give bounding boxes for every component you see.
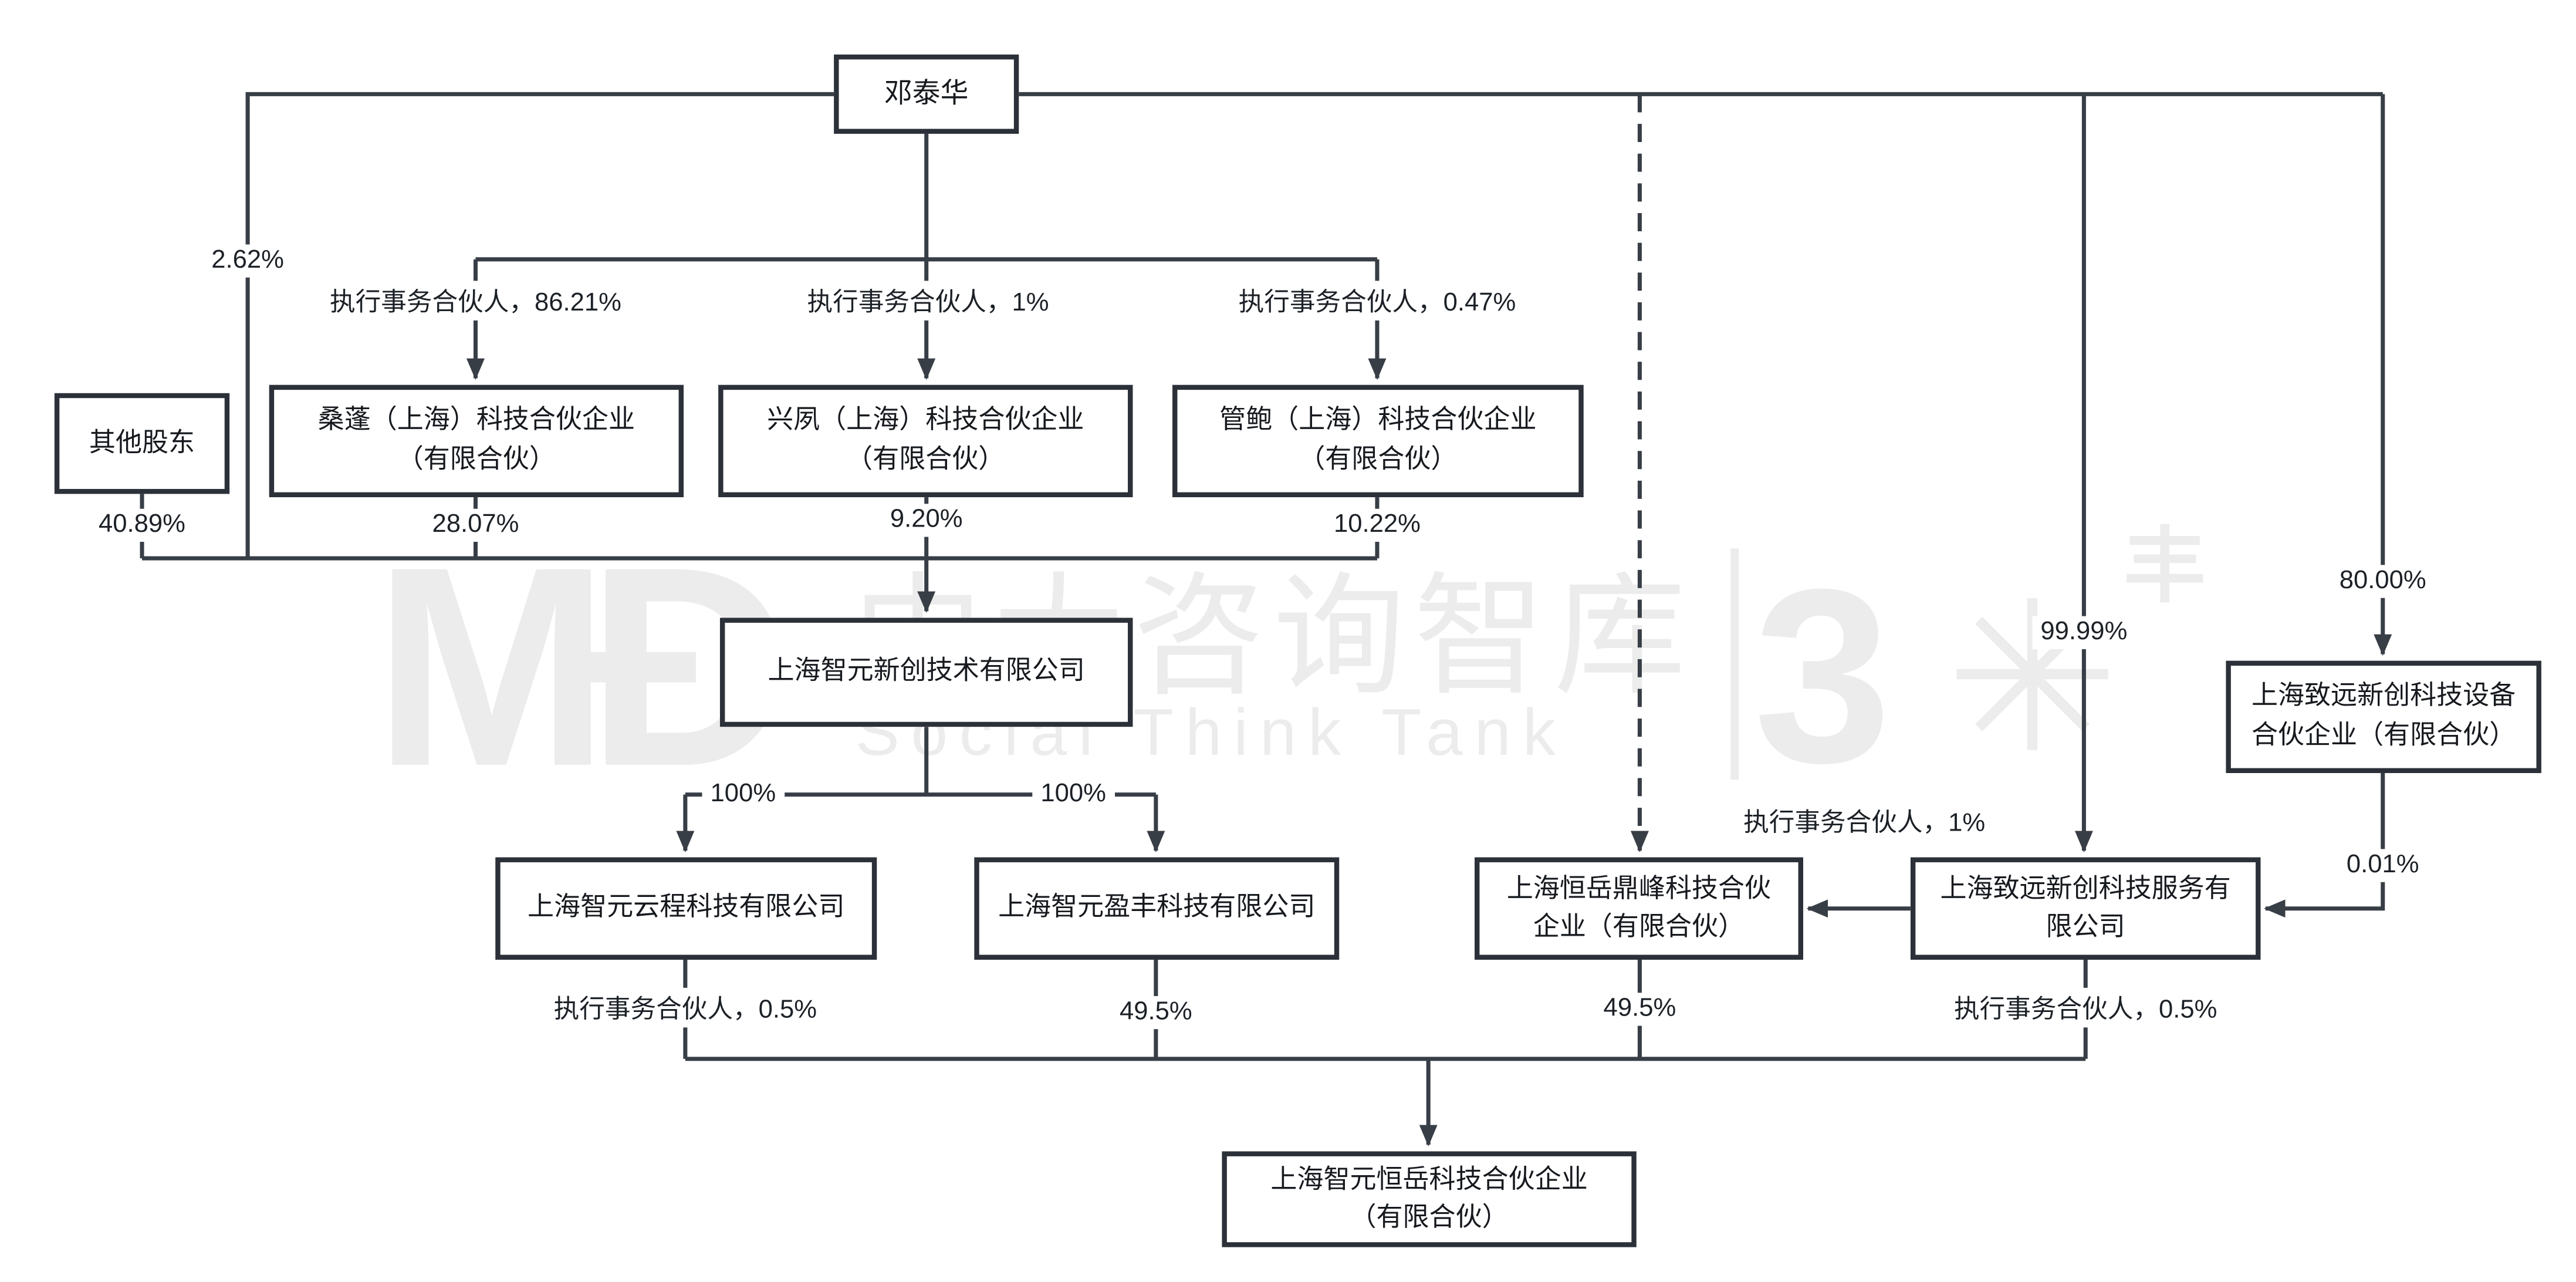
node-zhiyuan-yuncheng-label: 上海智元云程科技有限公司: [528, 893, 845, 922]
node-dengtaihua-label: 邓泰华: [884, 77, 969, 110]
node-sangpeng: 桑蓬（上海）科技合伙企业 （有限合伙）: [269, 384, 684, 498]
node-zhiyuan-xinchuang-equipment: 上海致远新创科技设备 合伙企业（有限合伙）: [2226, 660, 2541, 773]
node-other-shareholders-label: 其他股东: [89, 429, 195, 457]
label-gp-1-top: 执行事务合伙人，1%: [799, 281, 1057, 320]
node-zhiyuan-hengyue-line2: （有限合伙）: [1350, 1204, 1509, 1233]
node-guanbao-line2: （有限合伙）: [1299, 446, 1458, 474]
label-pct-100-right: 100%: [1032, 778, 1115, 811]
label-pct-2-62: 2.62%: [203, 244, 293, 278]
label-gp-0-5-left: 执行事务合伙人，0.5%: [545, 987, 826, 1028]
node-zhiyuan-xinchuang-service-line1: 上海致远新创科技服务有: [1940, 875, 2231, 903]
node-zhiyuan-xinchuang-service-line2: 限公司: [2046, 913, 2125, 942]
label-pct-49-5-right: 49.5%: [1595, 993, 1685, 1026]
node-xingsu-line2: （有限合伙）: [846, 446, 1005, 474]
node-dengtaihua: 邓泰华: [834, 54, 1019, 134]
label-pct-0-01: 0.01%: [2338, 849, 2428, 882]
label-gp-0-5-right: 执行事务合伙人，0.5%: [1945, 987, 2226, 1028]
node-xingsu: 兴夙（上海）科技合伙企业 （有限合伙）: [718, 384, 1133, 498]
label-gp-1-mid: 执行事务合伙人，1%: [1735, 801, 1994, 841]
label-pct-9-20: 9.20%: [881, 504, 971, 537]
node-zhiyuan-xinchuang-service: 上海致远新创科技服务有 限公司: [1910, 857, 2261, 960]
node-hengyue-dingfeng-line2: 企业（有限合伙）: [1533, 913, 1745, 942]
node-sangpeng-line2: （有限合伙）: [397, 446, 556, 474]
node-zhiyuan-yingfeng-label: 上海智元盈丰科技有限公司: [998, 893, 1316, 922]
label-pct-80-00: 80.00%: [2331, 565, 2435, 598]
label-pct-40-89: 40.89%: [90, 508, 194, 542]
label-pct-10-22: 10.22%: [1325, 508, 1429, 542]
node-other-shareholders: 其他股东: [54, 393, 230, 494]
node-hengyue-dingfeng-line1: 上海恒岳鼎峰科技合伙: [1506, 875, 1772, 903]
node-zhiyuan-hengyue: 上海智元恒岳科技合伙企业 （有限合伙）: [1222, 1151, 1637, 1247]
label-pct-28-07: 28.07%: [424, 508, 528, 542]
node-guanbao: 管鲍（上海）科技合伙企业 （有限合伙）: [1172, 384, 1584, 498]
label-gp-86-21: 执行事务合伙人，86.21%: [321, 281, 630, 320]
label-pct-49-5-left: 49.5%: [1111, 996, 1201, 1030]
node-zhiyuan-xinchuang-equipment-line1: 上海致远新创科技设备: [2251, 682, 2516, 711]
node-hengyue-dingfeng: 上海恒岳鼎峰科技合伙 企业（有限合伙）: [1474, 857, 1803, 960]
node-guanbao-line1: 管鲍（上海）科技合伙企业: [1219, 406, 1537, 435]
edge-deng-left-to-collector: [245, 92, 834, 559]
node-zhiyuan-xinchuang-equipment-line2: 合伙企业（有限合伙）: [2251, 721, 2516, 750]
node-zhiyuan-xinchuang-tech-label: 上海智元新创技术有限公司: [768, 657, 1085, 686]
node-zhiyuan-xinchuang-tech: 上海智元新创技术有限公司: [719, 618, 1133, 727]
label-gp-0-47: 执行事务合伙人，0.47%: [1230, 281, 1524, 320]
node-xingsu-line1: 兴夙（上海）科技合伙企业: [767, 406, 1084, 435]
node-zhiyuan-yuncheng: 上海智元云程科技有限公司: [495, 857, 877, 960]
node-zhiyuan-yingfeng: 上海智元盈丰科技有限公司: [974, 857, 1340, 960]
edge-equipment-to-service: [2264, 773, 2385, 918]
node-zhiyuan-hengyue-line1: 上海智元恒岳科技合伙企业: [1270, 1166, 1588, 1195]
node-sangpeng-line1: 桑蓬（上海）科技合伙企业: [317, 406, 635, 435]
label-pct-100-left: 100%: [702, 778, 785, 811]
label-pct-99-99: 99.99%: [2032, 616, 2136, 649]
